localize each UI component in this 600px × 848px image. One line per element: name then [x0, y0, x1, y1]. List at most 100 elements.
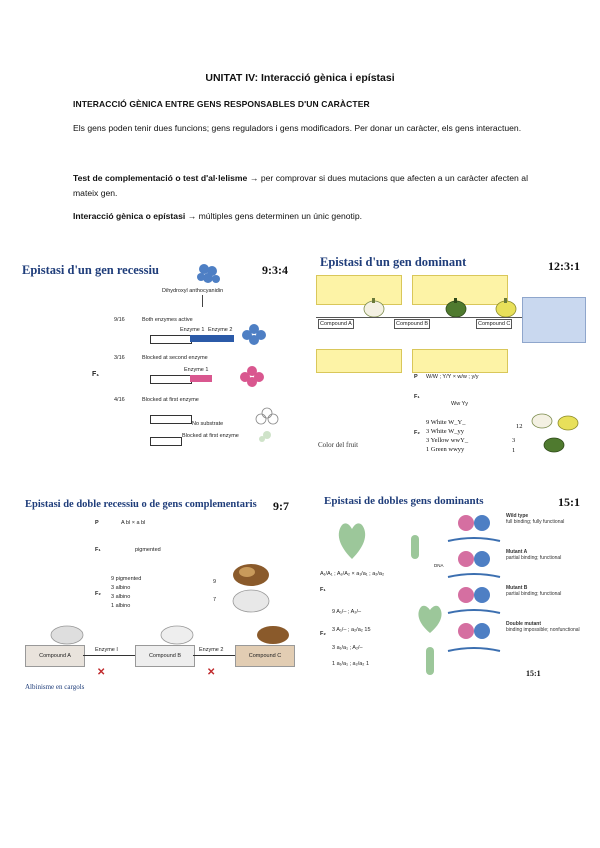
f2-d-double: 1 a₁/a₁ ; a₂/a₂ 1 [332, 661, 370, 667]
figure-double-dominant-ratio: 15:1 [558, 495, 580, 509]
recessive-line1: Dihydroxyl anthocyanidin [162, 288, 224, 294]
legend-double-mutant: Double mutant binding impossible; nonfun… [506, 621, 584, 633]
f2-c-double: 3 a₁/a₁ ; A₂/– [332, 645, 363, 651]
f1-label-double: F₁ [320, 587, 326, 593]
blocked-first-label: Blocked at first enzyme [182, 433, 239, 439]
note-box-3 [316, 349, 402, 373]
f1-label-comp: F₁ [95, 547, 101, 553]
frac-3-16: 3/16 [114, 355, 125, 361]
epistasis-definition: → múltiples gens determinen un únic geno… [185, 211, 363, 221]
compound-c-comp: Compound C [235, 645, 295, 667]
substrate-box [150, 335, 192, 344]
legend-double-desc: binding impossible; nonfunctional [506, 627, 580, 633]
figure-complementary-genes: Epistasi de doble recessiu o de gens com… [25, 495, 300, 695]
substrate-box-c [150, 415, 192, 424]
f2-seed-icons [418, 605, 442, 675]
epistasis-term: Interacció gènica o epístasi [73, 211, 186, 221]
compound-b-box: Compound B [394, 319, 431, 329]
f2-label-comp: F₂ [95, 591, 101, 597]
legend-mutant-a-desc: partial binding; functional [506, 555, 562, 561]
snail-icons [232, 564, 270, 613]
enzyme1-label-b: Enzyme 1 [184, 367, 209, 373]
compound-b-comp: Compound B [135, 645, 195, 667]
p-cross-double: A₁/A₁ ; A₂/A₂ × a₁/a₁ ; a₂/a₂ [320, 571, 385, 577]
legend-double-title: Double mutant [506, 621, 541, 627]
legend-wild-desc: full binding; fully functional [506, 519, 565, 525]
block-x-1: ✕ [97, 667, 106, 678]
enzyme2-label: Enzyme 2 [208, 327, 233, 333]
figure-dominant-epistasis: Epistasi d'un gen dominant 12:3:1 Compou… [316, 253, 586, 463]
f2-a: 9 pigmented [111, 576, 142, 582]
squash-group-icon [531, 413, 579, 453]
f1-genotype: Ww Yy [451, 401, 469, 407]
count-1: 1 [512, 447, 516, 454]
figure-dominant-ratio: 12:3:1 [548, 259, 580, 273]
f1-text-comp: pigmented [135, 547, 161, 553]
legend-mutant-a-title: Mutant A [506, 549, 528, 555]
double-dominant-ratio-bottom: 15:1 [526, 669, 541, 678]
legend-mutant-a: Mutant A partial binding; functional [506, 549, 584, 561]
legend-wild-type: Wild type full binding; fully functional [506, 513, 584, 525]
complementation-term: Test de complementació o test d'al·lelis… [73, 173, 248, 183]
compound-a-comp: Compound A [25, 645, 85, 667]
figure-complementary-ratio: 9:7 [273, 499, 289, 513]
enzyme1-label: Enzyme 1 [180, 327, 205, 333]
complementation-paragraph: Test de complementació o test d'al·lelis… [73, 171, 528, 201]
figure-complementary-title: Epistasi de doble recessiu o de gens com… [25, 499, 257, 510]
note-box-4 [412, 349, 508, 373]
enzyme1-box [190, 335, 212, 342]
compound-a-box: Compound A [318, 319, 354, 329]
count-7: 7 [213, 597, 217, 603]
recessive-line2: Blocked at second enzyme [142, 355, 208, 361]
f1-label: F₁ [92, 371, 100, 378]
figure-double-dominant: Epistasi de dobles gens dominants 15:1 A… [316, 491, 586, 691]
figure-recessive-title: Epistasi d'un gen recessiu [22, 263, 159, 277]
white-squash-icon [363, 298, 385, 318]
no-substrate-label: No substrate [192, 421, 224, 427]
count-3: 3 [512, 437, 516, 444]
pathway-arrow-2 [193, 655, 235, 656]
note-box-1 [316, 275, 402, 305]
f2-c: 3 albino [111, 594, 131, 600]
recessive-line3: Blocked at first enzyme [142, 397, 199, 403]
f2-line2: 3 White W_yy [426, 428, 465, 435]
p-label: P [414, 374, 418, 380]
white-flower-icon [255, 407, 279, 442]
intro-paragraph: Els gens poden tenir dues funcions; gens… [73, 123, 522, 133]
arrow-line [202, 295, 203, 307]
count-12: 12 [516, 423, 523, 430]
fruit-color-caption: Color del fruit [318, 441, 359, 449]
blue-flower-icon [242, 324, 266, 345]
complementation-definition: → per comprovar si dues mutacions que af… [73, 173, 528, 198]
legend-mutant-b-desc: partial binding; functional [506, 591, 562, 597]
molecule-icon [197, 264, 220, 283]
enzyme-ii-label: Enzyme 2 [199, 647, 224, 653]
narrow-seed-icon [411, 535, 419, 559]
block-x-2: ✕ [207, 667, 216, 678]
figure-dominant-title: Epistasi d'un gen dominant [320, 255, 467, 269]
parents-cross: W/W ; Y/Y × w/w ; y/y [426, 374, 479, 380]
enzyme-i-label: Enzyme I [95, 647, 118, 653]
section-heading: INTERACCIÓ GÈNICA ENTRE GENS RESPONSABLE… [73, 99, 370, 109]
dna-label: DNA [434, 563, 444, 568]
f1-label-dominant: F₁ [414, 394, 420, 400]
legend-mutant-b-title: Mutant B [506, 585, 528, 591]
f2-d: 1 albino [111, 603, 131, 609]
figure-double-dominant-title: Epistasi de dobles gens dominants [324, 495, 484, 507]
p-cross-comp: A bl × a bl [121, 520, 146, 526]
compound-c-box: Compound C [476, 319, 513, 329]
f2-line3: 3 Yellow wwY_ [426, 437, 469, 444]
f2-line1: 9 White W_Y_ [426, 419, 466, 426]
substrate-box-b [150, 375, 192, 384]
count-9: 9 [213, 579, 217, 585]
f2-a-double: 9 A₁/– ; A₂/– [332, 609, 362, 615]
snail-pathway-icons [50, 625, 289, 645]
pathway-line [316, 317, 522, 318]
pink-enzyme-box [190, 375, 212, 382]
f2-line4: 1 Green wwyy [426, 446, 465, 453]
f2-label-double: F₂ [320, 631, 326, 637]
note-box-blue [522, 297, 586, 343]
protein-binding-icons [447, 515, 501, 652]
figure-recessive-ratio: 9:3:4 [262, 263, 288, 277]
frac-4-16: 4/16 [114, 397, 125, 403]
